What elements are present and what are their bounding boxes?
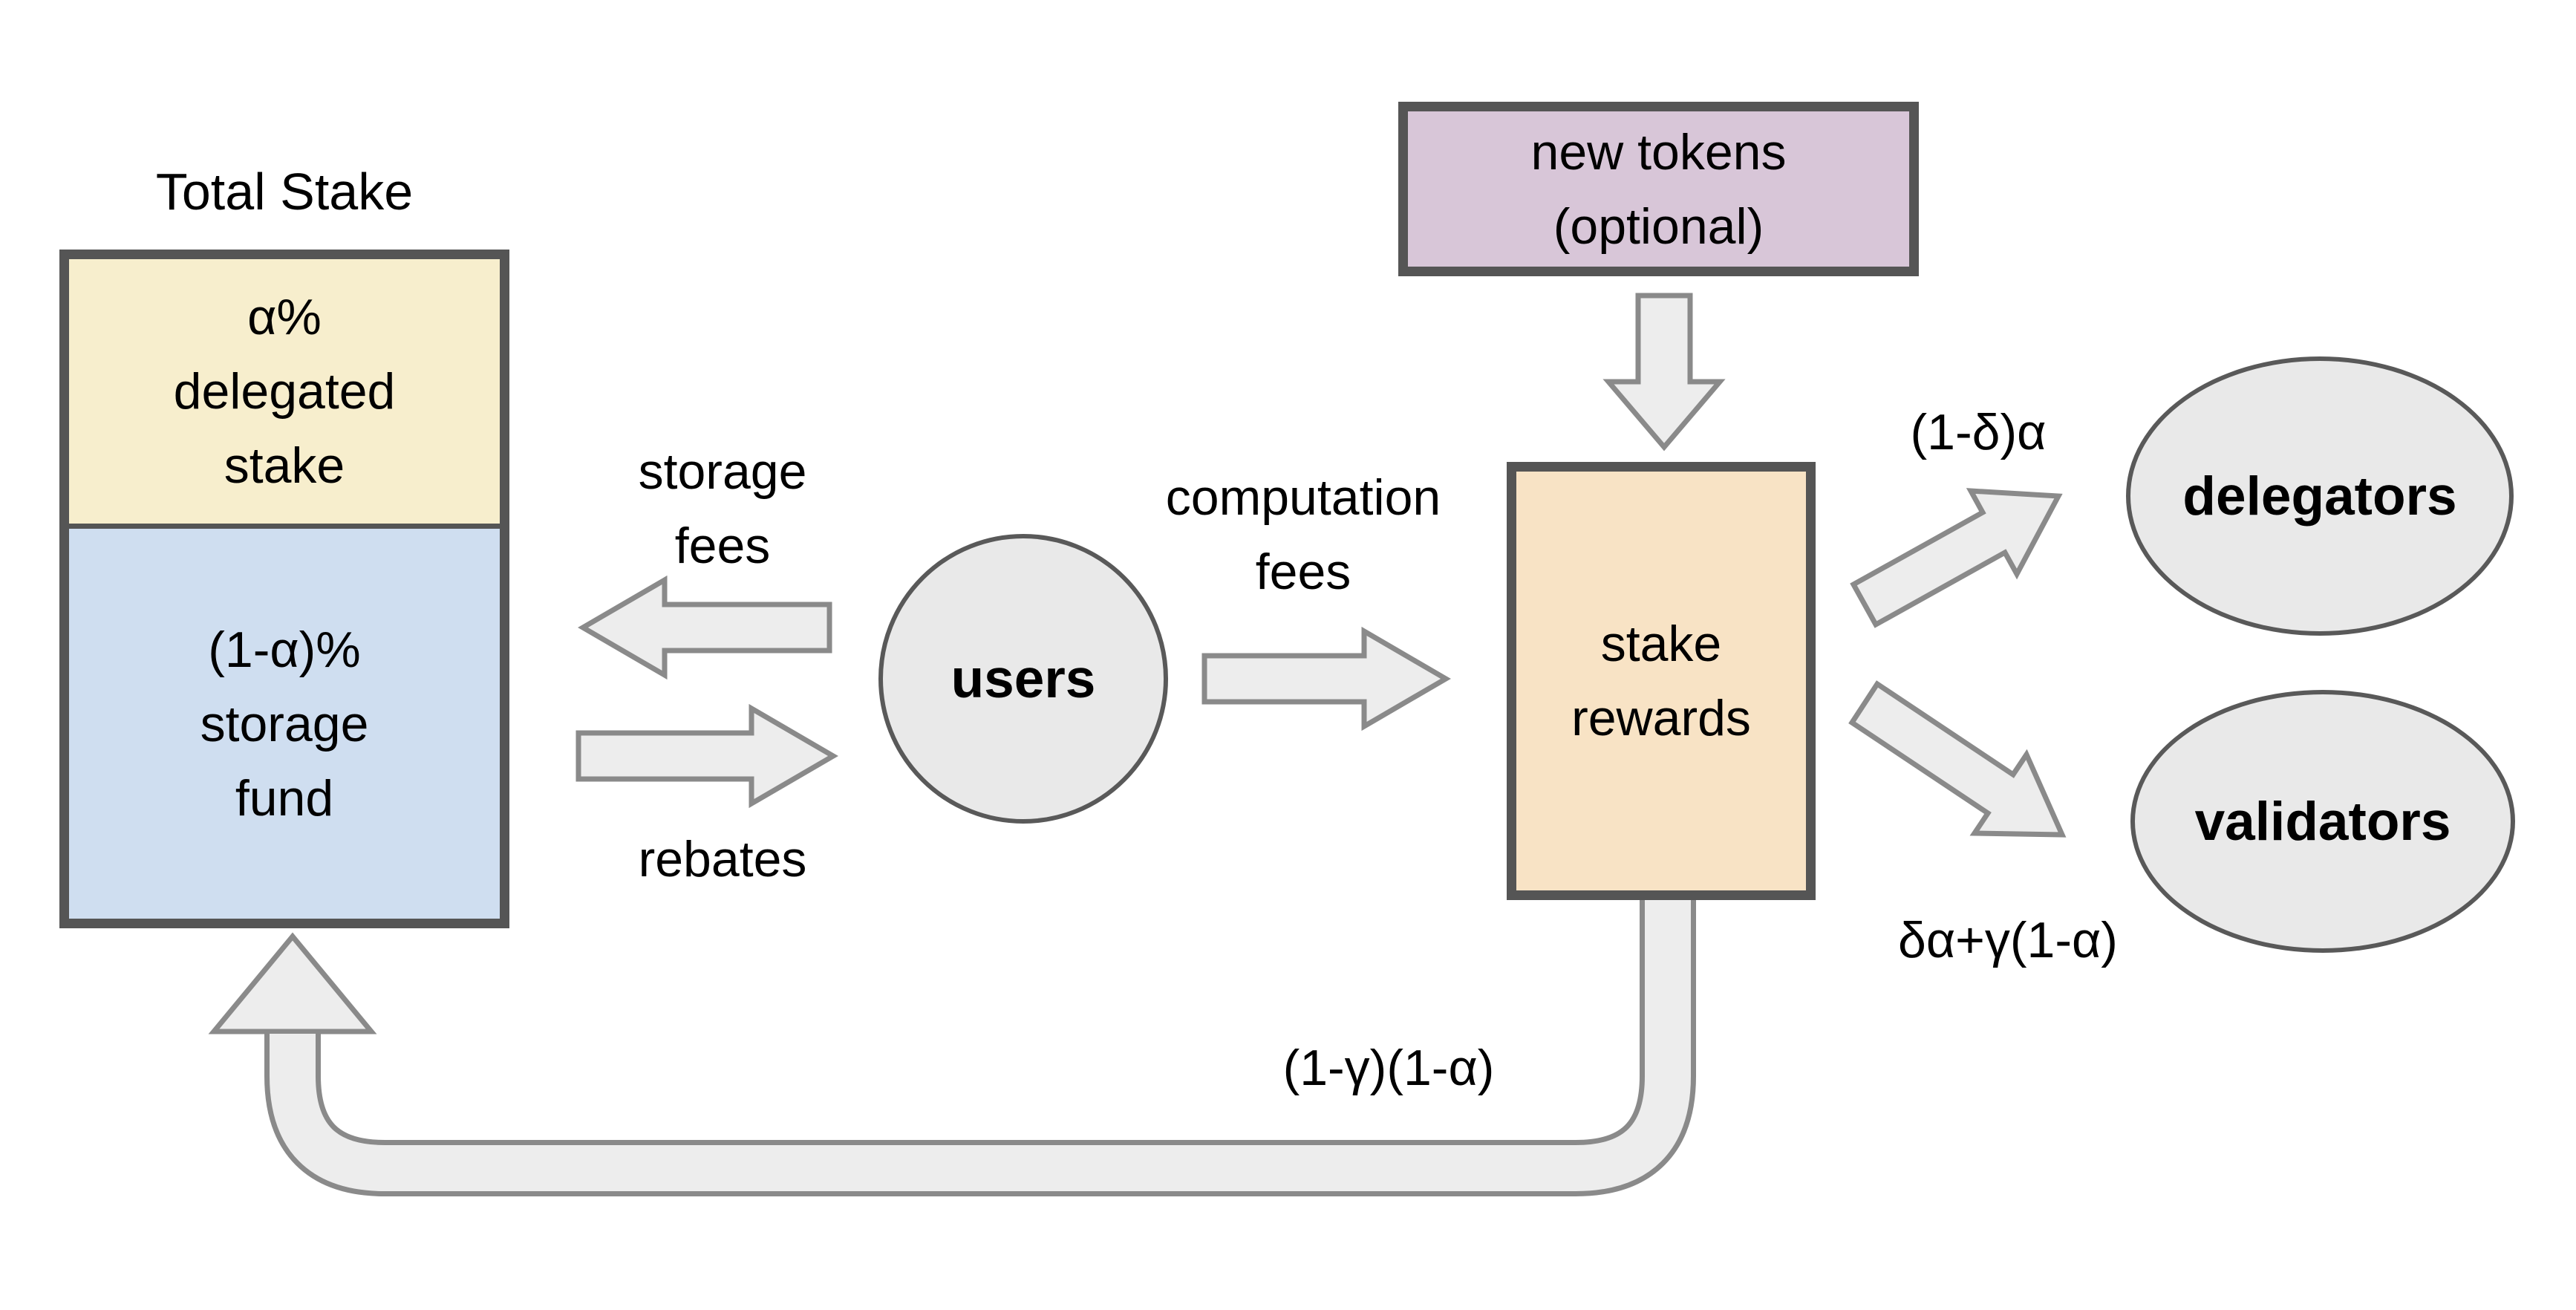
storage-fund-label: (1-α)% storage fund [200, 621, 369, 827]
validators-label: validators [2194, 791, 2451, 852]
validators-node: validators [2130, 690, 2515, 953]
new-tokens-box: new tokens (optional) [1398, 102, 1919, 276]
return-arrowhead-icon [208, 932, 377, 1034]
new-tokens-label: new tokens (optional) [1530, 123, 1787, 255]
delegated-stake-label: α% delegated stake [173, 289, 396, 494]
users-label: users [950, 648, 1096, 709]
storage-fees-label: storage fees [638, 443, 807, 574]
delegators-node: delegators [2126, 356, 2514, 636]
users-node: users [878, 534, 1168, 824]
delegators-label: delegators [2182, 466, 2457, 527]
storage-fund-share-label: (1-γ)(1-α) [1282, 1040, 1495, 1096]
storage-fund-return-arrow [208, 854, 1696, 1196]
total-stake-title: Total Stake [155, 163, 414, 221]
stake-rewards-label: stake rewards [1571, 616, 1751, 746]
total-stake-box: α% delegated stake (1-α)% storage fund [59, 250, 509, 928]
return-tube-fill [270, 854, 1691, 1191]
computation-fees-arrow [1201, 626, 1451, 731]
validators-arrow [1848, 680, 2067, 838]
stake-rewards-box: stake rewards [1507, 462, 1816, 900]
rebates-arrow [575, 703, 838, 809]
rebates-label: rebates [638, 831, 807, 887]
validators-share-label: δα+γ(1-α) [1898, 912, 2118, 968]
new-tokens-arrow [1602, 293, 1726, 452]
storage-fund-segment: (1-α)% storage fund [69, 529, 500, 919]
computation-fees-label: computation fees [1165, 469, 1441, 600]
delegators-share-label: (1-δ)α [1910, 404, 2047, 460]
storage-fees-arrow [578, 575, 832, 680]
delegated-stake-segment: α% delegated stake [69, 259, 500, 529]
delegators-arrow [1850, 488, 2063, 628]
